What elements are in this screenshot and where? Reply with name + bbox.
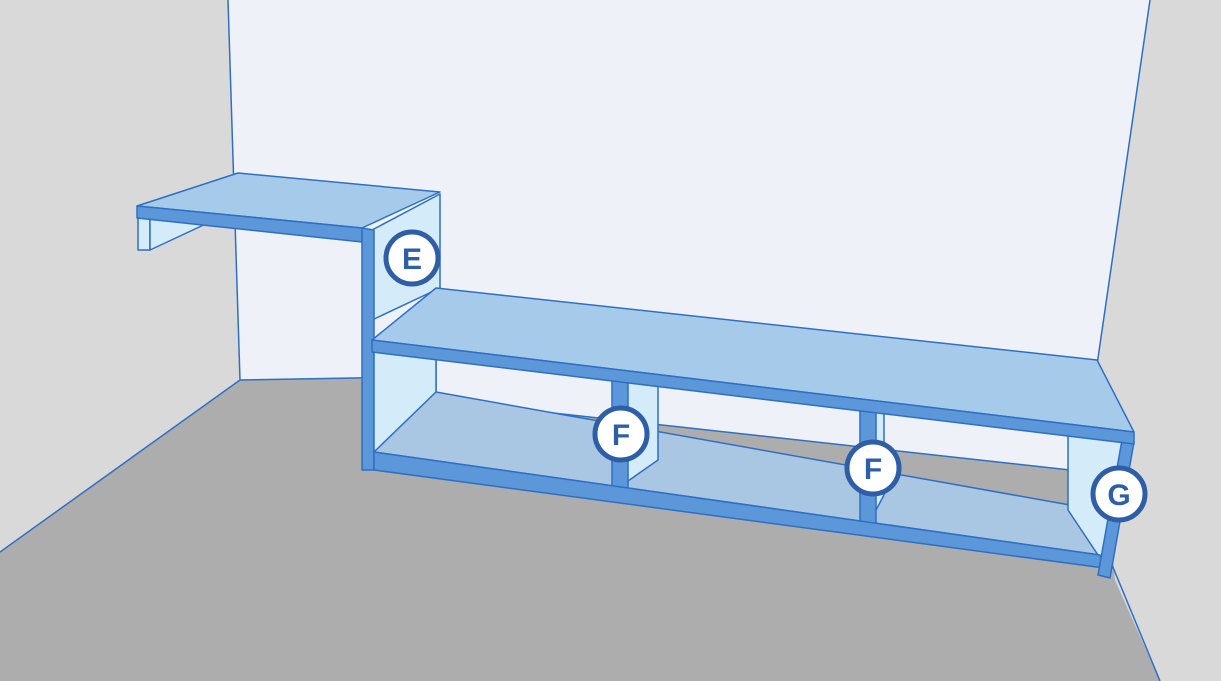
label-text-E: E <box>402 243 422 276</box>
wall-edge-lines-right <box>1096 0 1151 366</box>
back-wall <box>228 0 1150 380</box>
label-F-2: F <box>844 439 902 497</box>
label-E: E <box>383 229 441 287</box>
label-circle <box>383 229 441 287</box>
label-text-G: G <box>1107 479 1130 512</box>
right-floor-edge <box>1109 559 1161 681</box>
label-circle <box>844 439 902 497</box>
left-wall <box>0 0 240 552</box>
label-circle <box>1090 465 1148 523</box>
label-circle <box>592 405 650 463</box>
label-text-F-1: F <box>612 419 630 452</box>
label-G: G <box>1090 465 1148 523</box>
label-text-F-2: F <box>864 453 882 486</box>
label-F-1: F <box>592 405 650 463</box>
cabinet-top-front-edge <box>371 339 1135 445</box>
